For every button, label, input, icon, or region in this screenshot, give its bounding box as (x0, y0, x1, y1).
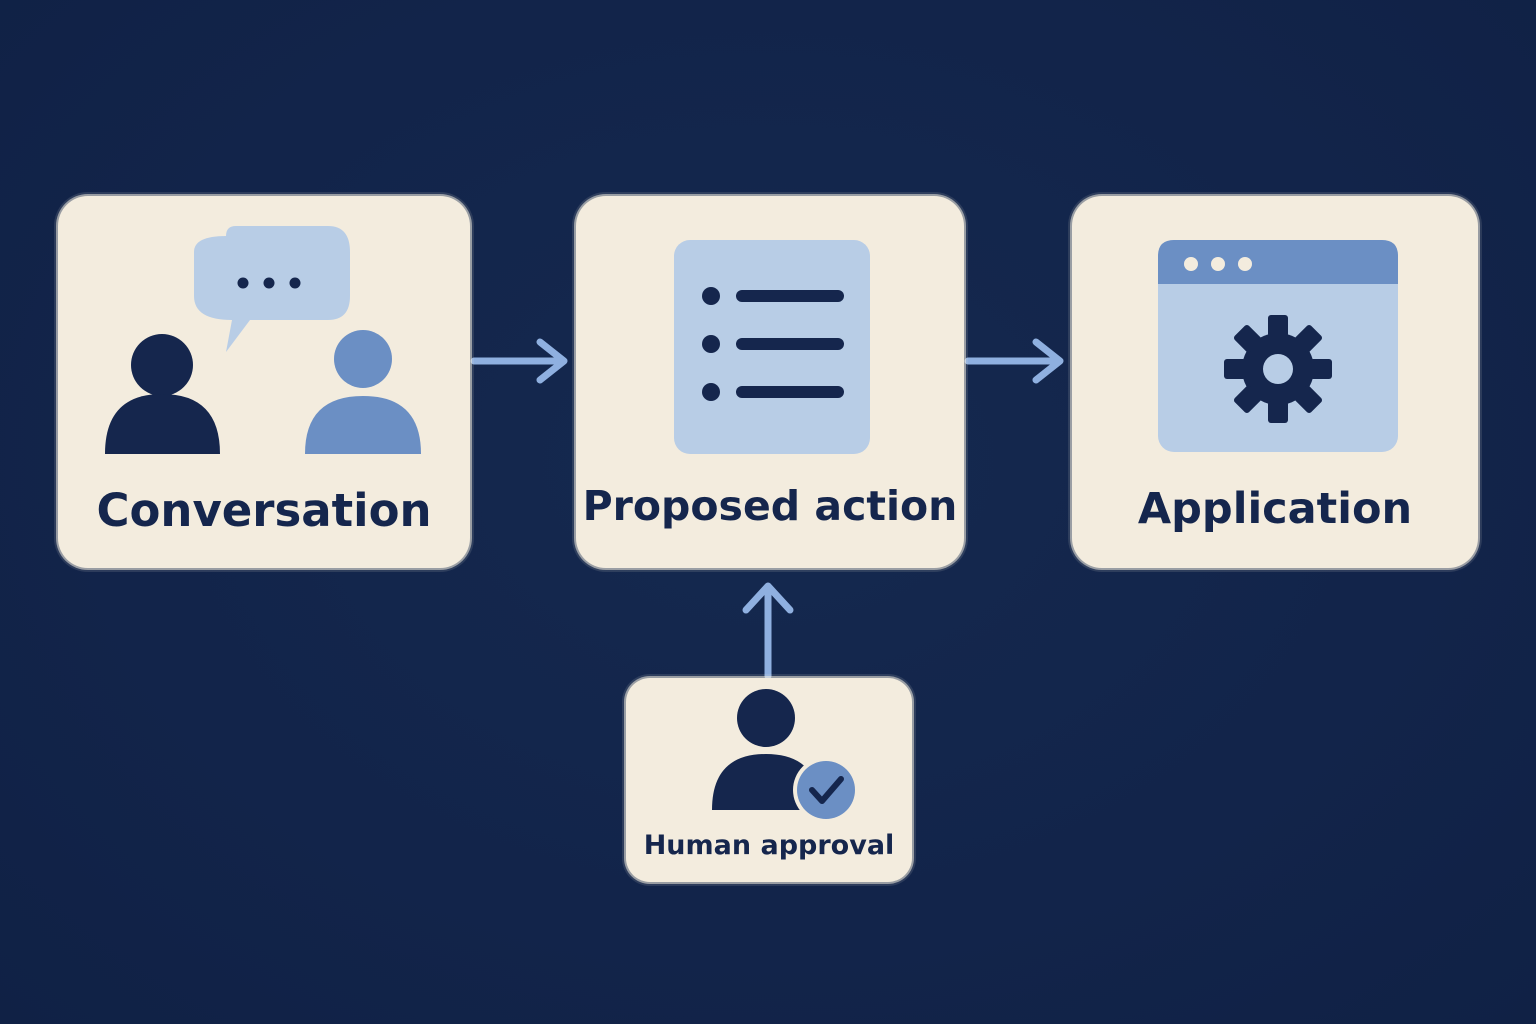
node-human-approval-label: Human approval (643, 830, 895, 861)
node-proposed-action: Proposed action (576, 196, 964, 568)
node-proposed-action-label: Proposed action (582, 482, 958, 530)
person-check-icon (712, 689, 859, 823)
list-document-icon (674, 240, 870, 454)
node-conversation-label: Conversation (96, 484, 432, 537)
node-application: Application (1072, 196, 1478, 568)
arrow-proposed-action-to-application (964, 338, 1064, 384)
arrow-conversation-to-proposed-action (470, 338, 568, 384)
arrow-human-approval-to-proposed-action (742, 582, 794, 680)
people-chat-icon (105, 226, 421, 454)
node-application-label: Application (1137, 484, 1413, 534)
app-window-gear-icon (1158, 240, 1398, 452)
node-conversation: Conversation (58, 196, 470, 568)
gear-icon (1224, 315, 1332, 423)
node-human-approval: Human approval (626, 678, 912, 882)
